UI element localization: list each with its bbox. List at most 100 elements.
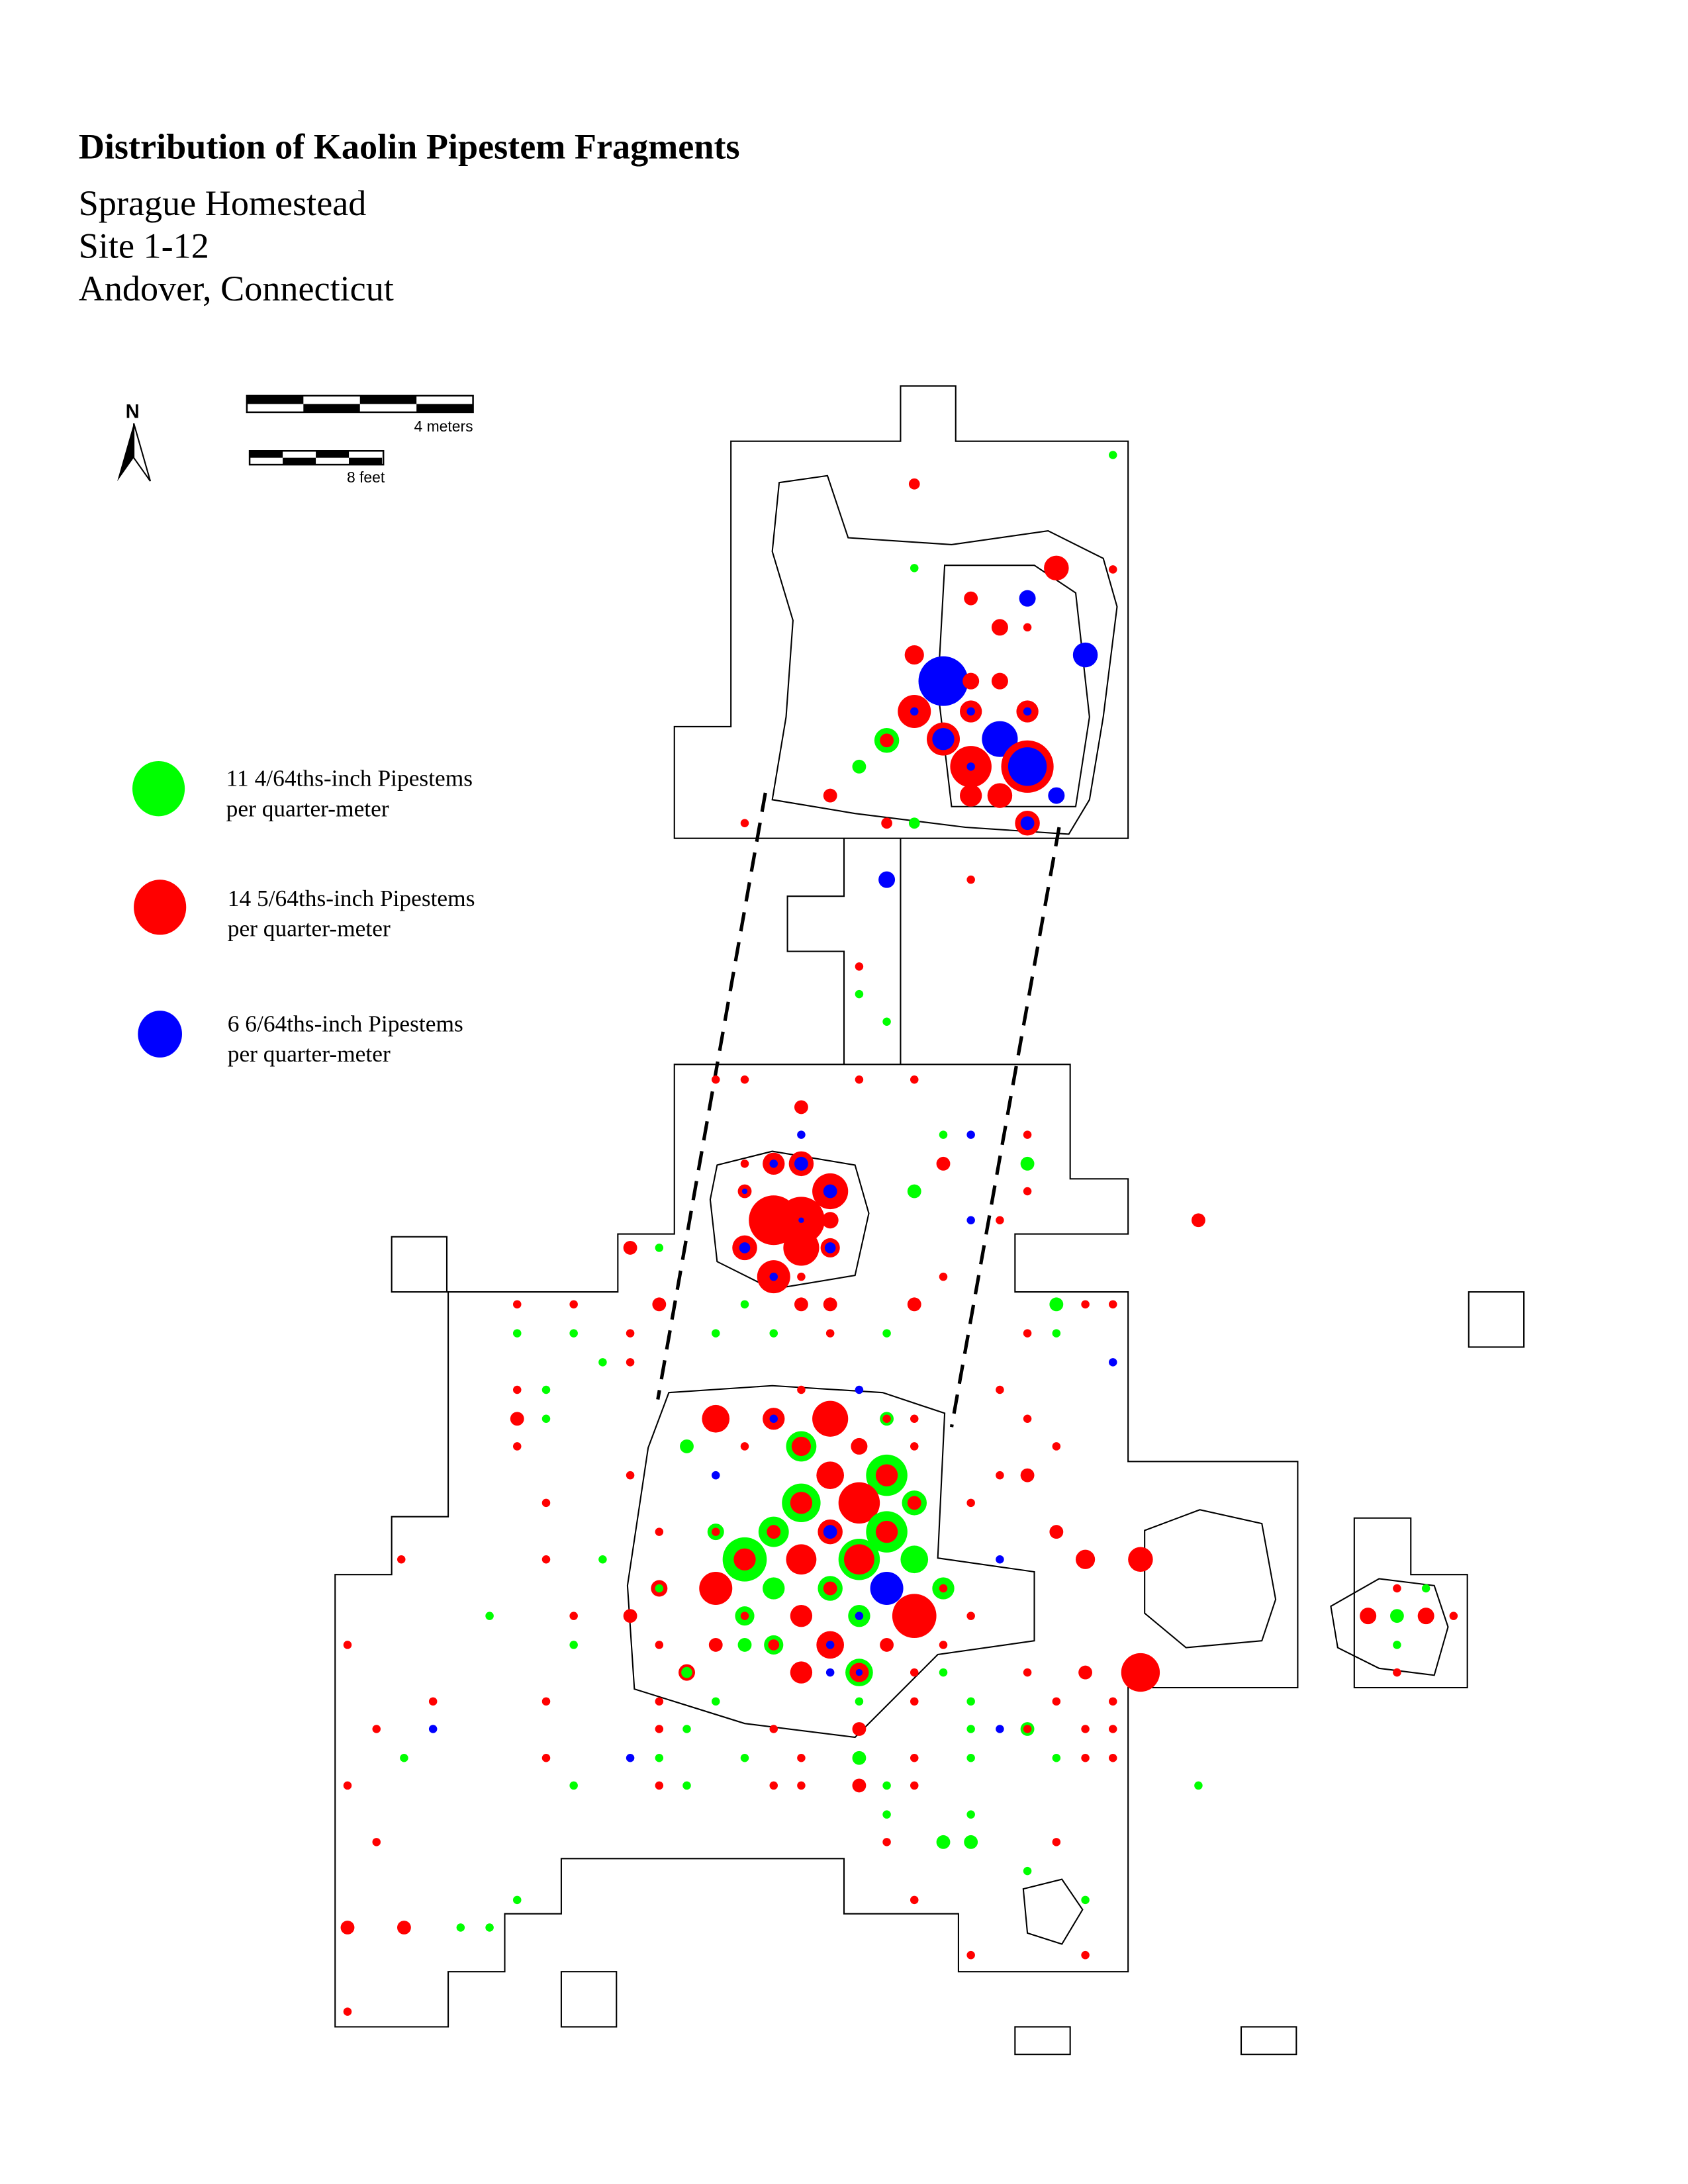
- pipestem-marker-green-4-64: [964, 1835, 978, 1849]
- pipestem-marker-green-4-64: [1023, 1866, 1032, 1876]
- pipestem-marker-red-5-64: [852, 1778, 867, 1793]
- legend-item-6-64: 6 6/64ths-inch Pipestems per quarter-met…: [138, 1010, 463, 1067]
- pipestem-marker-red-5-64: [1109, 1300, 1117, 1309]
- pipestem-marker-red-5-64: [797, 1754, 806, 1762]
- pipestem-marker-green-4-64: [1393, 1641, 1401, 1649]
- pipestem-marker-red-5-64: [655, 1527, 664, 1536]
- pipestem-marker-red-5-64: [855, 962, 864, 971]
- pipestem-marker-red-5-64: [1109, 1754, 1117, 1762]
- pipestem-marker-red-5-64: [740, 819, 749, 827]
- pipestem-marker-green-4-64: [900, 1545, 929, 1574]
- pipestem-marker-green-4-64: [485, 1923, 494, 1932]
- pipestem-marker-red-5-64: [1192, 1213, 1205, 1228]
- pipestem-marker-red-5-64: [1044, 555, 1069, 581]
- pipestem-marker-red-5-64: [740, 1160, 749, 1168]
- pipestem-marker-blue-6-64: [855, 1612, 864, 1620]
- pipestem-marker-green-4-64: [1194, 1781, 1203, 1790]
- pipestem-marker-red-5-64: [699, 1572, 733, 1605]
- pipestem-markers: [340, 451, 1458, 2016]
- pipestem-marker-blue-6-64: [1020, 816, 1035, 831]
- pipestem-marker-green-4-64: [966, 1754, 975, 1762]
- pipestem-marker-red-5-64: [397, 1555, 406, 1564]
- legend-item-4-64: 11 4/64ths-inch Pipestems per quarter-me…: [132, 761, 473, 821]
- pipestem-marker-blue-6-64: [825, 1641, 835, 1649]
- pipestem-marker-blue-6-64: [870, 1572, 904, 1605]
- pipestem-marker-red-5-64: [1393, 1668, 1401, 1677]
- pipestem-marker-red-5-64: [910, 1781, 919, 1790]
- pipestem-marker-green-4-64: [1081, 1895, 1090, 1905]
- pipestem-marker-red-5-64: [966, 1950, 975, 1960]
- pipestem-marker-red-5-64: [1417, 1608, 1434, 1625]
- pipestem-marker-red-5-64: [740, 1612, 749, 1620]
- pipestem-marker-red-5-64: [623, 1609, 637, 1623]
- pipestem-marker-red-5-64: [1049, 1525, 1064, 1539]
- pipestem-marker-blue-6-64: [794, 1156, 808, 1171]
- pipestem-marker-blue-6-64: [825, 1668, 835, 1677]
- pipestem-marker-green-4-64: [936, 1835, 951, 1849]
- pipestem-marker-red-5-64: [823, 1581, 837, 1596]
- pipestem-marker-blue-6-64: [855, 1385, 864, 1394]
- scale-bar-feet: 8 feet: [248, 450, 385, 486]
- pipestem-marker-blue-6-64: [769, 1414, 778, 1423]
- pipestem-marker-green-4-64: [852, 759, 867, 774]
- pipestem-marker-red-5-64: [991, 672, 1008, 690]
- pipestem-marker-green-4-64: [740, 1754, 749, 1762]
- pipestem-marker-red-5-64: [1052, 1838, 1061, 1846]
- pipestem-marker-red-5-64: [1449, 1612, 1458, 1620]
- pipestem-marker-blue-6-64: [910, 707, 919, 716]
- pipestem-marker-red-5-64: [892, 1594, 937, 1638]
- pipestem-marker-red-5-64: [936, 1156, 951, 1171]
- pipestem-marker-blue-6-64: [712, 1471, 720, 1480]
- pipestem-marker-red-5-64: [910, 1442, 919, 1451]
- pipestem-marker-red-5-64: [996, 1385, 1004, 1394]
- pipestem-marker-green-4-64: [966, 1697, 975, 1706]
- pipestem-marker-red-5-64: [1360, 1608, 1377, 1625]
- pipestem-marker-red-5-64: [1023, 1187, 1032, 1196]
- pipestem-marker-red-5-64: [966, 1498, 975, 1508]
- pipestem-marker-blue-6-64: [932, 728, 955, 751]
- pipestem-marker-green-4-64: [513, 1329, 522, 1338]
- pipestem-marker-red-5-64: [733, 1548, 756, 1570]
- pipestem-marker-green-4-64: [569, 1329, 578, 1338]
- pipestem-marker-blue-6-64: [966, 762, 975, 771]
- pipestem-marker-green-4-64: [1049, 1297, 1064, 1312]
- pipestem-marker-red-5-64: [541, 1555, 551, 1564]
- pipestem-marker-blue-6-64: [797, 1130, 806, 1139]
- pipestem-marker-green-4-64: [598, 1555, 607, 1564]
- connector-lines: [656, 792, 1061, 1428]
- pipestem-marker-red-5-64: [783, 1230, 820, 1266]
- pipestem-marker-green-4-64: [1052, 1329, 1061, 1338]
- pipestem-marker-red-5-64: [702, 1404, 730, 1433]
- pipestem-marker-blue-6-64: [1008, 747, 1047, 786]
- pipestem-marker-red-5-64: [875, 1520, 898, 1543]
- pipestem-marker-blue-6-64: [741, 1188, 748, 1195]
- pipestem-marker-red-5-64: [964, 591, 978, 606]
- pipestem-marker-green-4-64: [682, 1725, 691, 1733]
- pipestem-marker-red-5-64: [1023, 1668, 1032, 1677]
- pipestem-marker-red-5-64: [1109, 565, 1117, 574]
- pipestem-marker-blue-6-64: [739, 1242, 751, 1253]
- pipestem-marker-red-5-64: [655, 1725, 664, 1733]
- pipestem-marker-red-5-64: [812, 1400, 849, 1437]
- pipestem-marker-red-5-64: [626, 1471, 635, 1480]
- pipestem-marker-red-5-64: [797, 1385, 806, 1394]
- legend-label: 11 4/64ths-inch Pipestems: [226, 765, 473, 792]
- pipestem-marker-red-5-64: [939, 1641, 948, 1649]
- pipestem-marker-green-4-64: [598, 1358, 607, 1367]
- pipestem-marker-red-5-64: [844, 1544, 874, 1575]
- pipestem-marker-red-5-64: [623, 1241, 637, 1255]
- excavation-boundaries: [334, 385, 1525, 2056]
- pipestem-marker-red-5-64: [786, 1544, 817, 1575]
- archaeological-features: [626, 475, 1449, 1945]
- pipestem-marker-blue-6-64: [966, 1216, 975, 1224]
- pipestem-marker-blue-6-64: [769, 1160, 778, 1168]
- pipestem-marker-red-5-64: [652, 1297, 667, 1312]
- pipestem-marker-red-5-64: [838, 1482, 880, 1524]
- pipestem-marker-red-5-64: [1078, 1665, 1092, 1680]
- legend-swatch-red: [134, 880, 187, 935]
- pipestem-marker-red-5-64: [740, 1442, 749, 1451]
- pipestem-marker-red-5-64: [1023, 1725, 1032, 1733]
- pipestem-marker-red-5-64: [907, 1496, 921, 1510]
- pipestem-marker-red-5-64: [816, 1461, 844, 1489]
- pipestem-marker-blue-6-64: [626, 1754, 635, 1762]
